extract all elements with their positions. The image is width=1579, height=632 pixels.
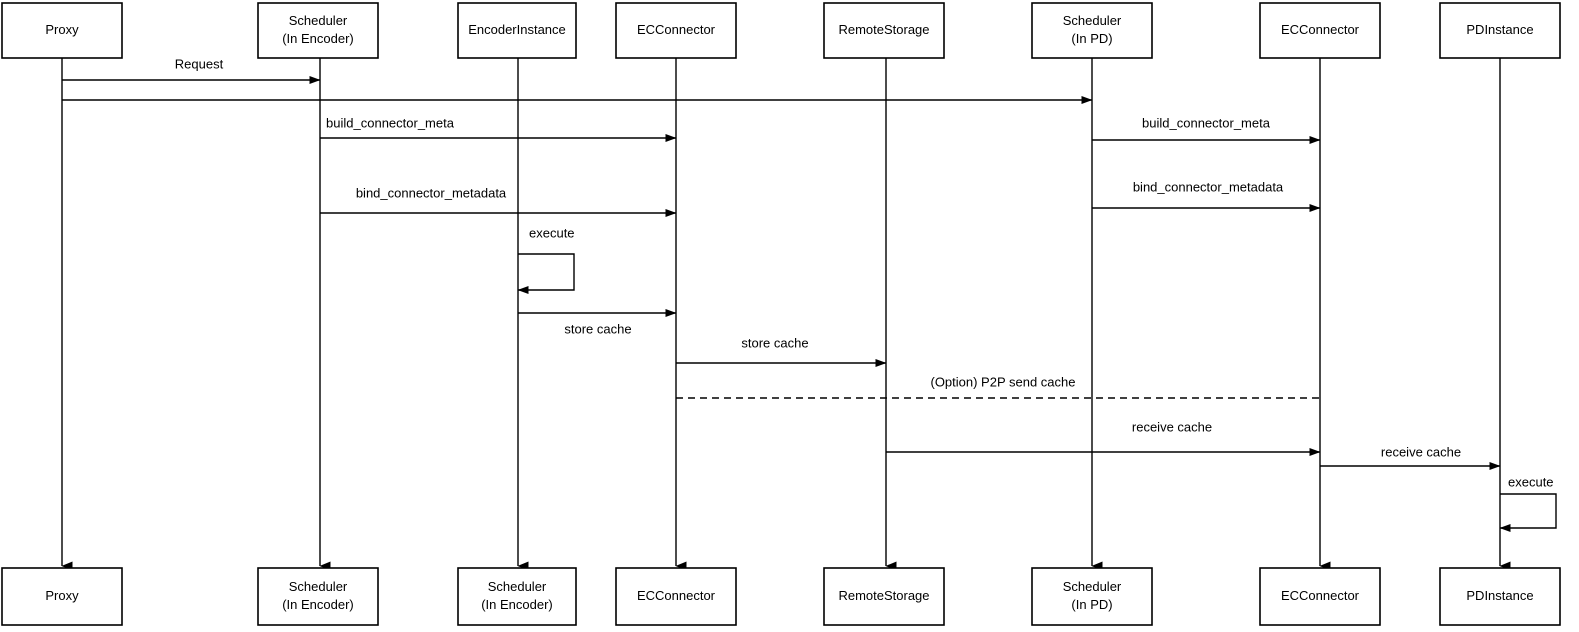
- participant-top-encoder_inst[interactable]: EncoderInstance: [457, 2, 577, 59]
- self-message-self-execute-pd: execute: [1499, 474, 1557, 532]
- participant-label-primary: ECConnector: [1281, 588, 1360, 603]
- message-label: bind_connector_metadata: [1133, 179, 1284, 194]
- participant-box-rect[interactable]: [1, 2, 123, 59]
- participant-top-proxy[interactable]: Proxy: [1, 2, 123, 59]
- participant-label-secondary: (In PD): [1071, 31, 1112, 46]
- participant-bottom-pd_inst_b[interactable]: PDInstance: [1439, 567, 1561, 626]
- message-msg-receive-cache-pd: receive cache: [1320, 444, 1501, 470]
- participant-box-rect[interactable]: [457, 2, 577, 59]
- participant-label-primary: PDInstance: [1466, 588, 1533, 603]
- participant-bottom-remote_store_b[interactable]: RemoteStorage: [823, 567, 945, 626]
- participant-box-rect[interactable]: [257, 567, 379, 626]
- participant-label-primary: RemoteStorage: [838, 22, 929, 37]
- participant-label-secondary: (In Encoder): [282, 31, 354, 46]
- participant-box-rect[interactable]: [1259, 2, 1381, 59]
- participant-label-primary: EncoderInstance: [468, 22, 566, 37]
- participant-label-primary: Scheduler: [1063, 579, 1122, 594]
- message-msg-store-cache-enc: store cache: [518, 309, 677, 336]
- participant-top-sched_enc[interactable]: Scheduler (In Encoder): [257, 2, 379, 59]
- participant-label-primary: Scheduler: [1063, 13, 1122, 28]
- message-msg-build-connector-meta-enc: build_connector_meta: [320, 115, 677, 142]
- participant-top-ec_conn_enc[interactable]: ECConnector: [615, 2, 737, 59]
- message-label: store cache: [741, 335, 808, 350]
- participant-label-primary: Proxy: [45, 22, 79, 37]
- self-message-label: execute: [529, 225, 575, 240]
- participant-bottom-ec_conn_enc_b[interactable]: ECConnector: [615, 567, 737, 626]
- message-msg-bind-connector-metadata-enc: bind_connector_metadata: [320, 185, 677, 217]
- message-label: build_connector_meta: [1142, 115, 1271, 130]
- participant-label-secondary: (In Encoder): [481, 597, 553, 612]
- participant-box-rect[interactable]: [1031, 2, 1153, 59]
- message-msg-request: Request: [62, 56, 321, 84]
- participant-bottom-sched_enc_b[interactable]: Scheduler (In Encoder): [257, 567, 379, 626]
- participant-box-rect[interactable]: [615, 567, 737, 626]
- participant-label-primary: ECConnector: [1281, 22, 1360, 37]
- participant-top-pd_inst[interactable]: PDInstance: [1439, 2, 1561, 59]
- participant-box-rect[interactable]: [823, 2, 945, 59]
- participant-box-rect[interactable]: [1, 567, 123, 626]
- participant-label-primary: Scheduler: [289, 13, 348, 28]
- messages-layer: Request build_connector_meta build_connect…: [62, 56, 1501, 470]
- participant-label-secondary: (In Encoder): [282, 597, 354, 612]
- self-message-path: [1499, 493, 1557, 532]
- lifelines-layer: [61, 58, 1511, 571]
- participant-label-primary: Scheduler: [289, 579, 348, 594]
- message-label: (Option) P2P send cache: [930, 374, 1075, 389]
- participant-label-secondary: (In PD): [1071, 597, 1112, 612]
- message-msg-store-cache-remote: store cache: [676, 335, 887, 367]
- message-msg-bind-connector-metadata-pd: bind_connector_metadata: [1092, 179, 1321, 212]
- participant-box-rect[interactable]: [1259, 567, 1381, 626]
- self-messages-layer: execute execute: [517, 225, 1557, 532]
- participant-box-rect[interactable]: [615, 2, 737, 59]
- self-message-self-execute-encoder: execute: [517, 225, 575, 294]
- participant-label-primary: ECConnector: [637, 588, 716, 603]
- self-message-path: [517, 253, 575, 294]
- message-label: build_connector_meta: [326, 115, 455, 130]
- participant-label-primary: Scheduler: [488, 579, 547, 594]
- participant-bottom-ec_conn_pd_b[interactable]: ECConnector: [1259, 567, 1381, 626]
- participant-top-ec_conn_pd[interactable]: ECConnector: [1259, 2, 1381, 59]
- participant-top-sched_pd[interactable]: Scheduler (In PD): [1031, 2, 1153, 59]
- participant-label-primary: PDInstance: [1466, 22, 1533, 37]
- message-msg-p2p-send-cache: (Option) P2P send cache: [676, 374, 1320, 399]
- message-label: receive cache: [1132, 419, 1212, 434]
- participant-bottom-sched_pd_b[interactable]: Scheduler (In PD): [1031, 567, 1153, 626]
- participant-bottom-sched_enc2_b[interactable]: Scheduler (In Encoder): [457, 567, 577, 626]
- participant-bottom-proxy_b[interactable]: Proxy: [1, 567, 123, 626]
- participant-label-primary: ECConnector: [637, 22, 716, 37]
- participants-top-layer: Proxy Scheduler (In Encoder) EncoderInstanc…: [1, 2, 1561, 59]
- self-message-label: execute: [1508, 474, 1554, 489]
- message-msg-receive-cache-ec: receive cache: [886, 419, 1321, 456]
- message-label: bind_connector_metadata: [356, 185, 507, 200]
- participants-bottom-layer: Proxy Scheduler (In Encoder) Scheduler (In E…: [1, 567, 1561, 626]
- participant-box-rect[interactable]: [457, 567, 577, 626]
- message-label: Request: [175, 56, 224, 71]
- message-msg-build-connector-meta-pd: build_connector_meta: [1092, 115, 1321, 144]
- participant-box-rect[interactable]: [1031, 567, 1153, 626]
- participant-box-rect[interactable]: [1439, 2, 1561, 59]
- participant-label-primary: RemoteStorage: [838, 588, 929, 603]
- participant-box-rect[interactable]: [1439, 567, 1561, 626]
- participant-box-rect[interactable]: [257, 2, 379, 59]
- message-label: receive cache: [1381, 444, 1461, 459]
- participant-top-remote_store[interactable]: RemoteStorage: [823, 2, 945, 59]
- participant-label-primary: Proxy: [45, 588, 79, 603]
- message-label: store cache: [564, 321, 631, 336]
- participant-box-rect[interactable]: [823, 567, 945, 626]
